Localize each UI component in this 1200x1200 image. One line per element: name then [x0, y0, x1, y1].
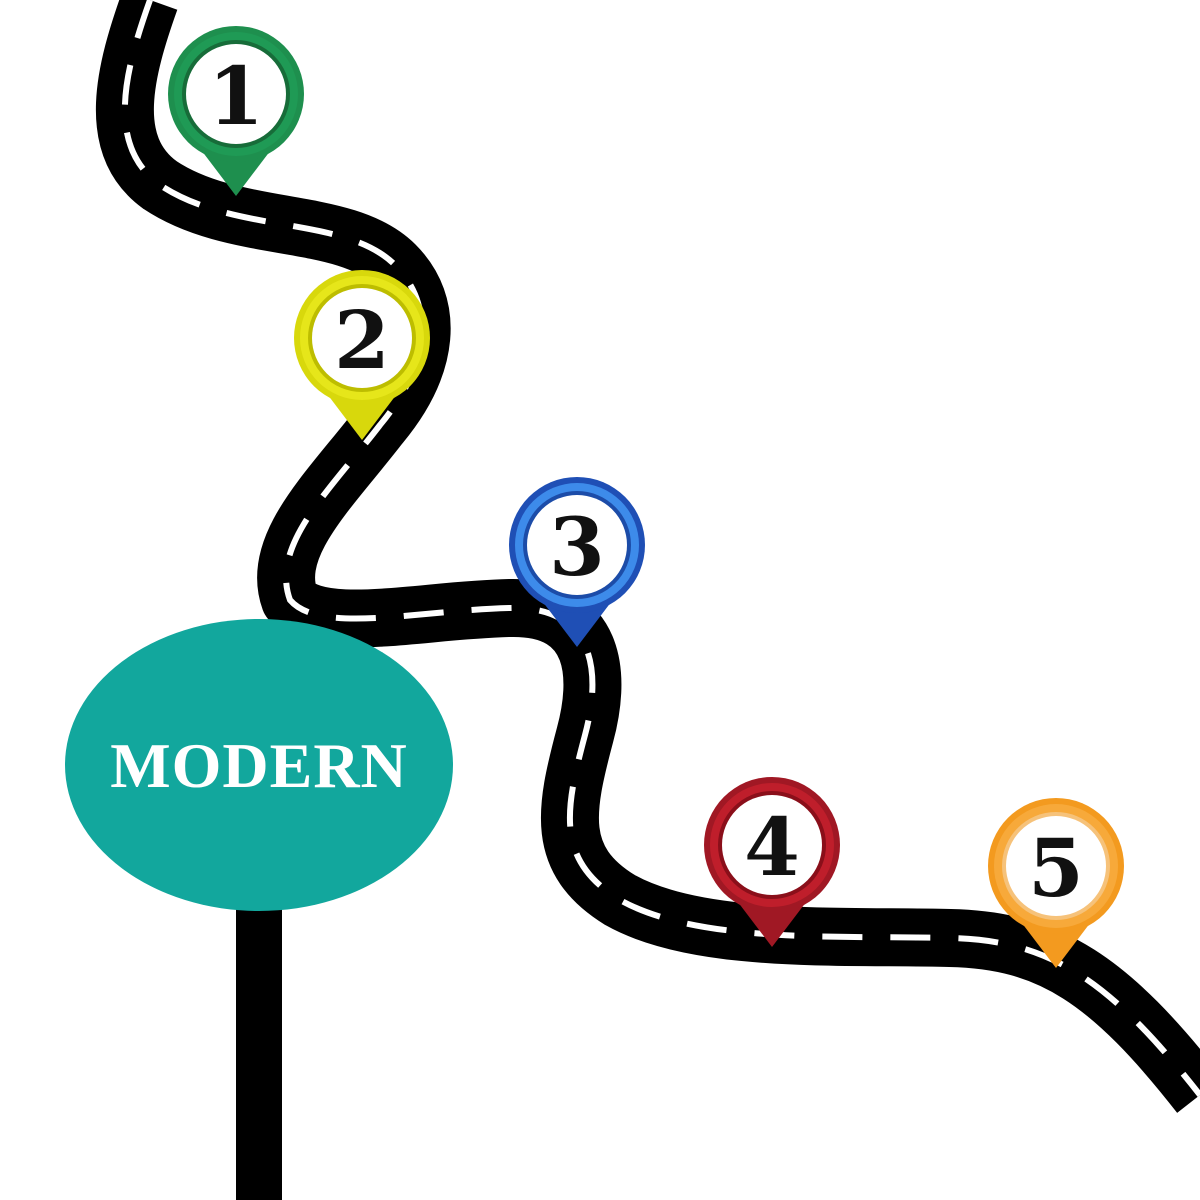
- pin-face: [1006, 816, 1106, 916]
- sign-ellipse: [65, 619, 453, 911]
- milestone-pin-1: 1: [168, 26, 304, 196]
- pin-face: [527, 495, 627, 595]
- pin-face: [722, 795, 822, 895]
- sign-label: MODERN: [110, 730, 408, 801]
- milestone-pin-2: 2: [294, 270, 430, 440]
- modern-sign: MODERN: [65, 619, 453, 911]
- road-lane-marking: [121, 0, 1200, 1097]
- milestone-number: 3: [549, 500, 605, 594]
- milestone-pins: 1 2 3 4 5: [168, 26, 1124, 968]
- milestone-number: 5: [1028, 821, 1084, 915]
- sign-post: [236, 895, 282, 1200]
- winding-road: [95, 0, 1200, 1113]
- milestone-number: 2: [334, 293, 390, 387]
- milestone-pin-3: 3: [509, 477, 645, 647]
- pin-face: [186, 44, 286, 144]
- pin-face: [312, 288, 412, 388]
- milestone-pin-4: 4: [704, 777, 840, 947]
- milestone-pin-5: 5: [988, 798, 1124, 968]
- milestone-number: 1: [208, 49, 264, 143]
- milestone-number: 4: [744, 800, 800, 894]
